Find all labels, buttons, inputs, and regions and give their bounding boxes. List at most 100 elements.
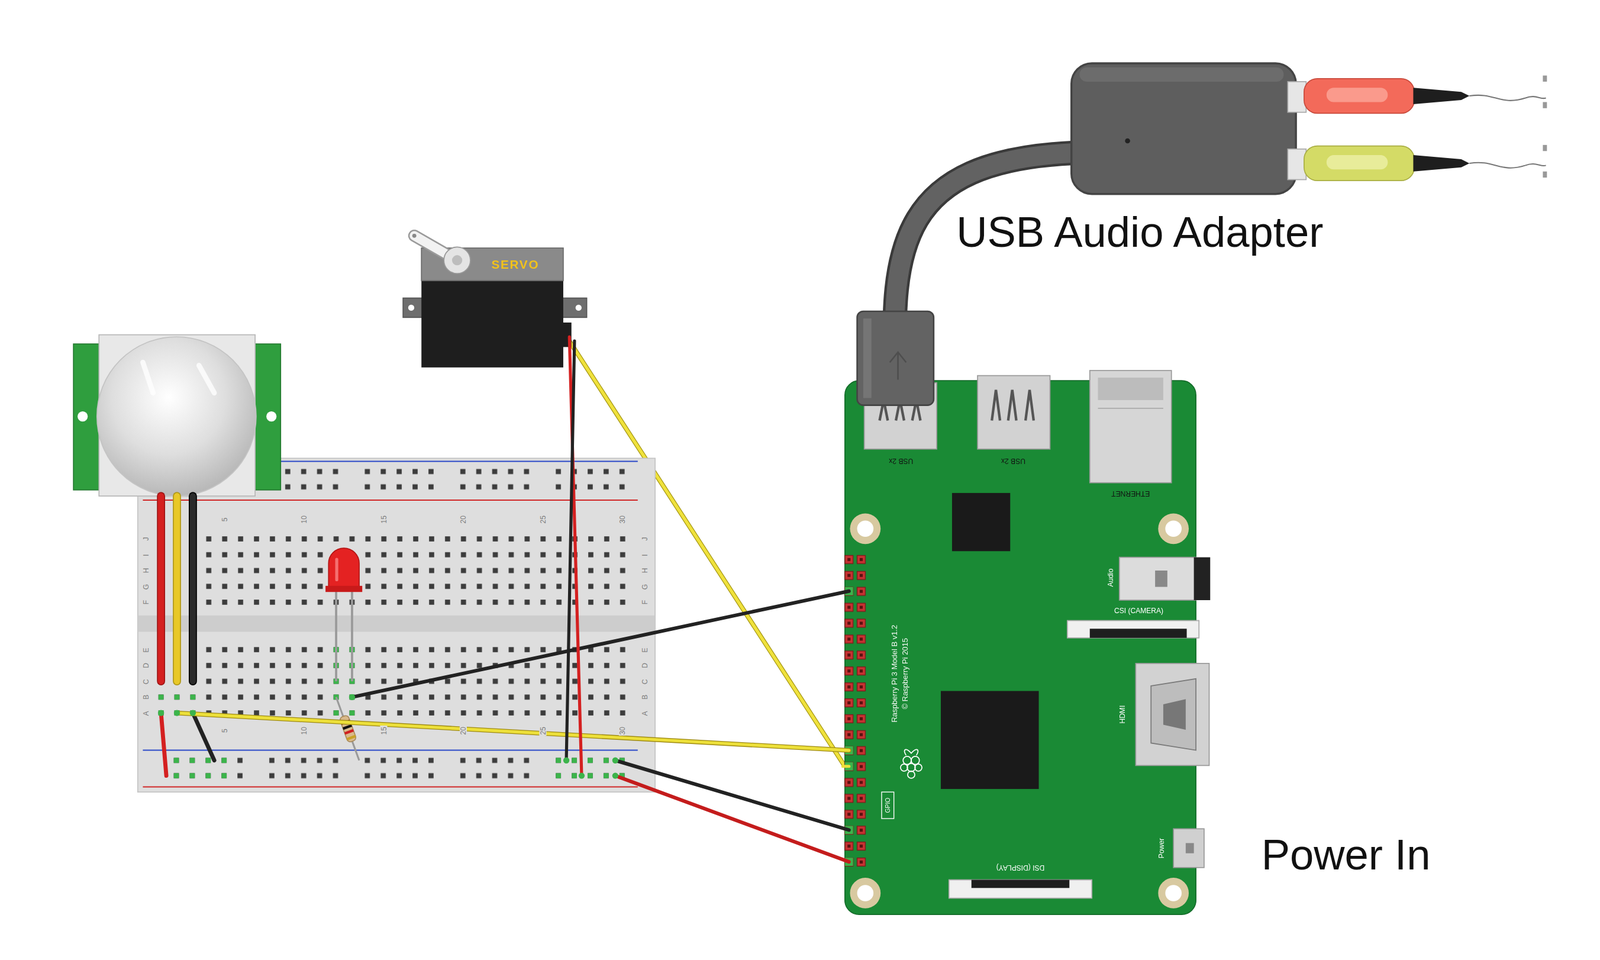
port-label: CSI (CAMERA) xyxy=(1114,606,1164,614)
breadboard-row-letter: C xyxy=(641,677,649,685)
port-label: ETHERNET xyxy=(1111,490,1150,498)
wire-outline xyxy=(188,495,198,682)
pir-signal-jumper xyxy=(176,713,850,751)
mounting-hole xyxy=(1157,513,1189,544)
led-jumper xyxy=(352,591,850,698)
breadboard-row-letter: H xyxy=(641,566,649,574)
wire-end xyxy=(157,709,164,716)
breadboard-row-letter: E xyxy=(641,646,649,654)
dsi-slot xyxy=(971,879,1070,889)
usb-plug-highlight xyxy=(863,318,872,399)
gpio-active-pins xyxy=(844,586,854,866)
jumper-red xyxy=(160,713,167,776)
rca-yellow-plug xyxy=(1304,146,1415,182)
mounting-hole-center xyxy=(857,884,874,902)
led-leg xyxy=(350,586,354,682)
breadboard-row-letter: G xyxy=(142,582,150,590)
rail-line-blue xyxy=(142,749,638,751)
pir-hole xyxy=(77,411,88,422)
ethernet-port xyxy=(1089,370,1172,483)
pir-wires xyxy=(160,495,193,682)
rca-red-lead xyxy=(1469,95,1546,101)
servo-motor xyxy=(402,233,587,368)
audio-jack-body xyxy=(1119,557,1196,600)
board-name: Raspberry Pi 3 Model B v1.2 xyxy=(891,624,899,723)
usb-plug-body xyxy=(857,311,934,406)
active-hole xyxy=(603,757,609,763)
resistor-band xyxy=(342,724,353,730)
servo-tab-hole xyxy=(408,304,415,311)
servo-ground-wire xyxy=(566,340,575,761)
rca-red-highlight xyxy=(1326,87,1388,102)
logo-berry xyxy=(900,763,908,772)
audio-jack-socket xyxy=(1194,557,1211,600)
wire-outline xyxy=(172,495,182,682)
power-caption: Power In xyxy=(1261,833,1431,877)
chip xyxy=(952,492,1011,551)
gpio-header xyxy=(842,551,867,870)
active-hole xyxy=(587,757,593,763)
terminal-holes xyxy=(153,530,631,611)
rca-red-plug xyxy=(1304,78,1415,114)
led-leg xyxy=(334,586,338,682)
port-label: Audio xyxy=(1106,568,1114,587)
breadboard-number: 30 xyxy=(618,725,627,736)
usb-plug-logo xyxy=(889,352,907,380)
logo-leaves xyxy=(904,749,919,756)
active-hole xyxy=(190,694,196,700)
mounting-hole xyxy=(850,513,882,544)
raspberry-logo xyxy=(900,749,922,778)
active-hole xyxy=(587,772,593,779)
wire-outline xyxy=(156,495,166,682)
logo-berry xyxy=(914,763,922,772)
rca-yellow-lead xyxy=(1469,162,1546,169)
led-rim xyxy=(325,585,363,592)
pir-sensor xyxy=(73,334,281,496)
active-hole xyxy=(603,772,609,779)
resistor-body xyxy=(339,714,357,743)
csi-housing xyxy=(1067,620,1199,638)
rca-red-tail xyxy=(1413,87,1470,105)
breadboard-number: 25 xyxy=(539,514,547,525)
component-title: USB Audio Adapter xyxy=(956,211,1324,254)
csi-connector xyxy=(1067,620,1199,638)
breadboard-row-letter: E xyxy=(142,646,150,654)
breadboard-row-letter: A xyxy=(142,709,150,717)
audio-jack-detail xyxy=(1155,570,1168,587)
servo-signal-end xyxy=(842,764,849,768)
rca-ring xyxy=(1287,149,1306,180)
wire-outline xyxy=(176,713,850,751)
breadboard-number: 10 xyxy=(300,514,308,525)
mounting-hole-center xyxy=(857,520,874,537)
rca-yellow-tail xyxy=(1413,155,1470,172)
dsi-connector xyxy=(949,879,1092,899)
hdmi-port xyxy=(1135,663,1209,766)
servo-marking: SERVO xyxy=(491,257,540,271)
active-hole xyxy=(189,757,196,763)
breadboard-number: 20 xyxy=(459,514,467,525)
breadboard-row-letter: C xyxy=(142,677,150,685)
power-port-opening xyxy=(1185,842,1195,853)
rail-holes xyxy=(168,752,647,784)
pir-hole xyxy=(266,411,277,422)
wire-end xyxy=(612,757,619,764)
processor-chip xyxy=(940,690,1040,789)
wire-ends xyxy=(157,694,619,779)
jumper-wires xyxy=(157,336,850,862)
active-hole xyxy=(158,694,164,700)
breadboard-row-letter: B xyxy=(641,693,649,701)
wire-end xyxy=(612,772,619,779)
breadboard-row-letter: I xyxy=(641,552,649,557)
wire-end xyxy=(578,772,585,779)
active-hole xyxy=(333,710,340,716)
wire-end xyxy=(173,709,180,716)
active-hole xyxy=(221,757,227,763)
breadboard-number: 30 xyxy=(618,514,627,525)
active-hole xyxy=(174,710,180,716)
mounting-hole xyxy=(850,877,882,909)
active-hole xyxy=(158,710,164,716)
active-hole xyxy=(174,694,180,700)
active-hole xyxy=(205,757,211,763)
pir-dome xyxy=(97,336,257,496)
